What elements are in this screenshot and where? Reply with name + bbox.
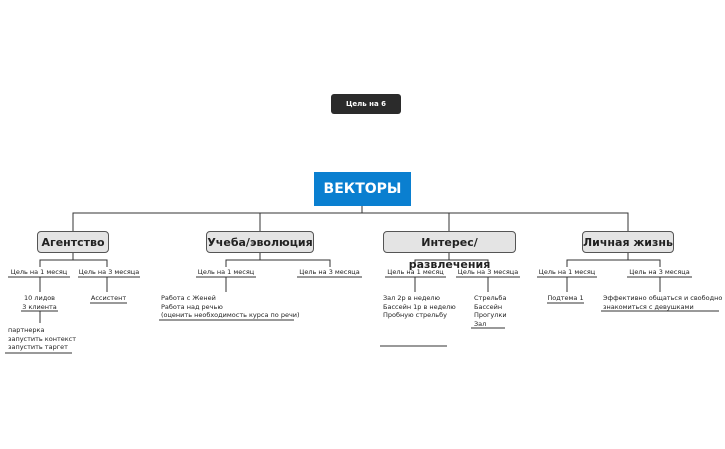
cat1-goal3-items[interactable]: Ассистент — [90, 294, 127, 302]
cat4-goal3-items[interactable]: Эффективно общаться и свободно знакомить… — [603, 294, 723, 311]
cat4-goal1-items[interactable]: Подтема 1 — [547, 294, 584, 302]
category-2-connector — [225, 252, 331, 267]
cat2-goal-1-month[interactable]: Цель на 1 месяц — [197, 268, 255, 276]
category-personal-life[interactable]: Личная жизнь — [582, 231, 674, 253]
cat1-goal-1-month[interactable]: Цель на 1 месяц — [10, 268, 68, 276]
goal-6-months-node[interactable]: Цель на 6 месяце — [331, 94, 401, 128]
cat2-goal1-items[interactable]: Работа с Женей Работа над речью (оценить… — [161, 294, 300, 319]
cat3-goal3-items[interactable]: Стрельба Бассейн Прогулки Зал — [474, 294, 507, 328]
category-agency[interactable]: Агентство — [37, 231, 109, 253]
category-3-connector — [414, 252, 489, 267]
cat3-goal-1-month[interactable]: Цель на 1 месяц — [387, 268, 444, 276]
cat1-goal1-items[interactable]: 10 лидов 3 клиента — [22, 294, 57, 311]
cat1-goal1-subitems[interactable]: партнерка запустить контекст запустить т… — [8, 326, 77, 351]
cat1-goal-3-months[interactable]: Цель на 3 месяца — [78, 268, 140, 276]
category-study[interactable]: Учеба/эволюция — [206, 231, 314, 253]
cat4-goal-3-months[interactable]: Цель на 3 месяца — [629, 268, 690, 276]
category-4-connector — [566, 252, 661, 267]
category-interests[interactable]: Интерес/развлечения — [383, 231, 516, 271]
cat3-goal1-items[interactable]: Зал 2р в неделю Бассейн 1р в неделю Проб… — [383, 294, 456, 319]
category-1-connector — [39, 252, 108, 267]
root-connector — [72, 206, 629, 232]
cat3-goal-3-months[interactable]: Цель на 3 месяца — [457, 268, 519, 276]
root-node[interactable]: ВЕКТОРЫ — [314, 172, 411, 206]
cat2-goal-3-months[interactable]: Цель на 3 месяца — [299, 268, 360, 276]
cat4-goal-1-month[interactable]: Цель на 1 месяц — [538, 268, 596, 276]
